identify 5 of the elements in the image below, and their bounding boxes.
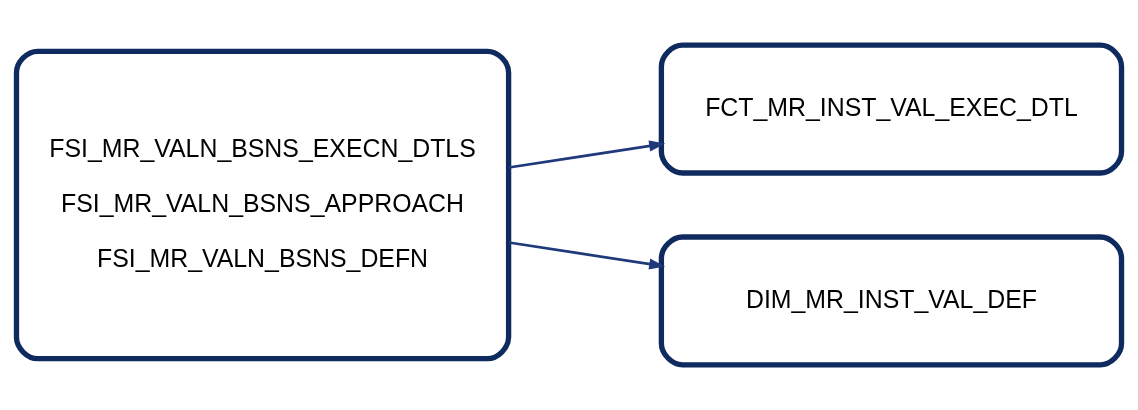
node-box: FCT_MR_INST_VAL_EXEC_DTL	[658, 42, 1125, 176]
node-box: DIM_MR_INST_VAL_DEF	[658, 234, 1125, 368]
arrow	[508, 241, 666, 270]
arrow	[508, 140, 666, 169]
node-box: FSI_MR_VALN_BSNS_EXECN_DTLS FSI_MR_VALN_BSNS_APPROACH FSI_MR_VALN_BSNS_DEFN	[13, 48, 512, 362]
